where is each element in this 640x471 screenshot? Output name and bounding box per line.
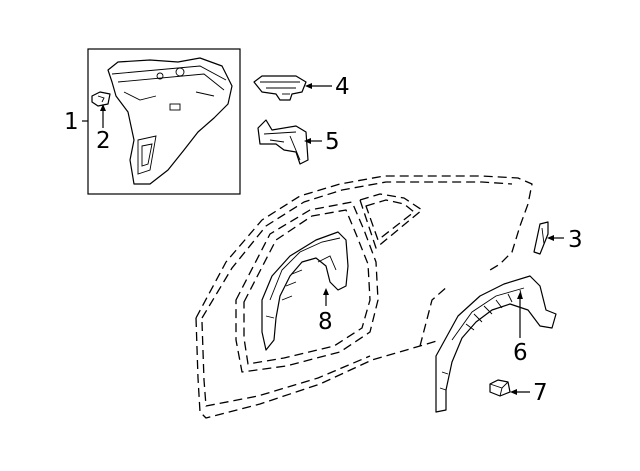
callout-1: 1 (64, 109, 79, 135)
callout-3: 3 (568, 227, 583, 253)
part-7-bracket (489, 379, 511, 397)
callout-2: 2 (96, 128, 111, 154)
callout-5: 5 (325, 129, 340, 155)
part-6-wheelhouse-liner (435, 275, 557, 413)
part-4-bracket (253, 75, 307, 101)
leader-lines (82, 83, 564, 395)
callout-7: 7 (533, 380, 548, 406)
part-2-clip (91, 91, 111, 107)
part-1-inner-panel (107, 57, 233, 185)
part-3-trim (533, 221, 549, 255)
callout-4: 4 (335, 74, 350, 100)
vehicle-body-outline (195, 175, 533, 419)
callout-8: 8 (318, 309, 333, 335)
part-5-bracket (257, 119, 309, 165)
part-8-inner-wheelhouse (261, 231, 349, 351)
callout-6: 6 (513, 340, 528, 366)
